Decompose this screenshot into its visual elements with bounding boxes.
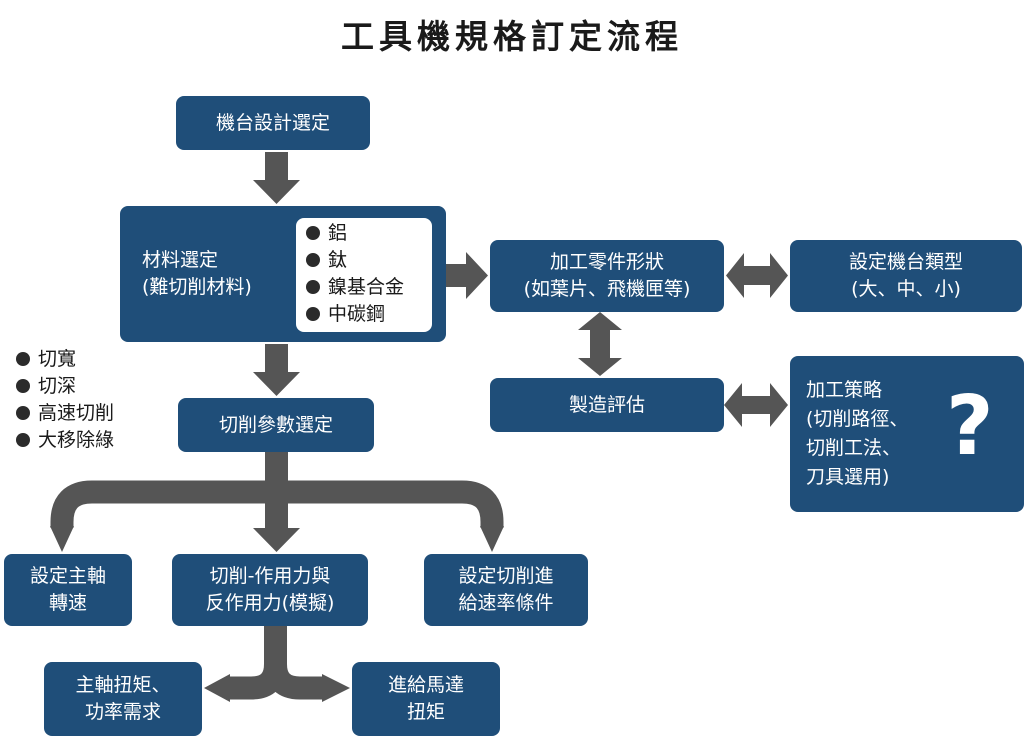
arrowhead-feed — [480, 526, 504, 552]
node-label: 設定機台類型 — [848, 251, 963, 273]
node-manufacturing-eval: 製造評估 — [490, 378, 724, 432]
bullet-icon — [16, 406, 30, 420]
arrow-down-1 — [253, 152, 300, 204]
node-label: 設定切削進 — [458, 565, 554, 587]
node-label: 加工策略 — [806, 379, 883, 401]
node-label: 反作用力(模擬) — [205, 592, 335, 614]
node-label: 功率需求 — [84, 701, 161, 723]
node-label: (難切削材料) — [142, 276, 252, 298]
node-label: 切削-作用力與 — [209, 565, 331, 587]
bullet-icon — [306, 253, 320, 267]
arrowhead-feed-motor — [322, 674, 350, 702]
node-label: 轉速 — [48, 592, 87, 614]
node-label: 扭矩 — [406, 701, 445, 723]
node-machine-type: 設定機台類型 (大、中、小) — [790, 240, 1022, 312]
node-machine-design: 機台設計選定 — [176, 96, 370, 150]
node-label: 切削工法、 — [806, 437, 902, 459]
node-label: 製造評估 — [568, 393, 645, 416]
bullet-icon — [16, 352, 30, 366]
arrowhead-torque — [204, 674, 230, 702]
node-feed: 設定切削進 給速率條件 — [424, 554, 588, 626]
node-spindle: 設定主軸 轉速 — [4, 554, 132, 626]
material-item: 鎳基合金 — [306, 274, 432, 301]
node-label: 設定主軸 — [29, 565, 106, 587]
node-force: 切削-作用力與 反作用力(模擬) — [172, 554, 368, 626]
arrow-right-1 — [446, 252, 488, 299]
cutting-params-list: 切寬 切深 高速切削 大移除綠 — [16, 346, 146, 454]
node-label: 刀具選用) — [806, 466, 890, 488]
arrow-double-3 — [724, 383, 788, 427]
node-label: 進給馬達 — [387, 674, 464, 696]
node-label: (大、中、小) — [851, 278, 961, 300]
material-item: 中碳鋼 — [306, 301, 432, 328]
node-cutting-params: 切削參數選定 — [178, 398, 374, 452]
page-title: 工具機規格訂定流程 — [341, 17, 683, 56]
arrow-branch-left — [50, 480, 277, 528]
param-item: 高速切削 — [16, 400, 146, 427]
param-item: 大移除綠 — [16, 427, 146, 454]
arrow-branch-right — [276, 480, 504, 528]
node-torque: 主軸扭矩、 功率需求 — [44, 662, 202, 736]
bullet-icon — [16, 433, 30, 447]
arrowhead-spindle — [50, 526, 74, 552]
param-item: 切寬 — [16, 346, 146, 373]
arrow-double-1 — [726, 253, 788, 298]
bullet-icon — [306, 226, 320, 240]
node-label: 加工零件形狀 — [549, 251, 664, 273]
node-feed-motor: 進給馬達 扭矩 — [352, 662, 500, 736]
node-strategy: 加工策略 (切削路徑、 切削工法、 刀具選用) — [790, 356, 1024, 512]
bullet-icon — [306, 307, 320, 321]
arrow-down-2 — [253, 344, 300, 396]
arrow-double-2 — [578, 312, 622, 376]
material-item: 鈦 — [306, 247, 432, 274]
node-label: 給速率條件 — [458, 592, 554, 614]
node-label: 切削參數選定 — [218, 413, 333, 436]
material-item: 鋁 — [306, 220, 432, 247]
node-part-shape: 加工零件形狀 (如葉片、飛機匣等) — [490, 240, 724, 312]
node-label: 主軸扭矩、 — [75, 674, 171, 696]
node-label: (如葉片、飛機匣等) — [523, 278, 691, 300]
param-item: 切深 — [16, 373, 146, 400]
node-label: (切削路徑、 — [806, 408, 909, 430]
material-list: 鋁 鈦 鎳基合金 中碳鋼 — [296, 218, 432, 332]
bullet-icon — [306, 280, 320, 294]
bullet-icon — [16, 379, 30, 393]
question-mark-icon: ? — [946, 379, 994, 474]
node-label: 材料選定 — [142, 249, 219, 271]
arrow-split-right — [264, 640, 324, 700]
node-label: 機台設計選定 — [215, 111, 330, 134]
